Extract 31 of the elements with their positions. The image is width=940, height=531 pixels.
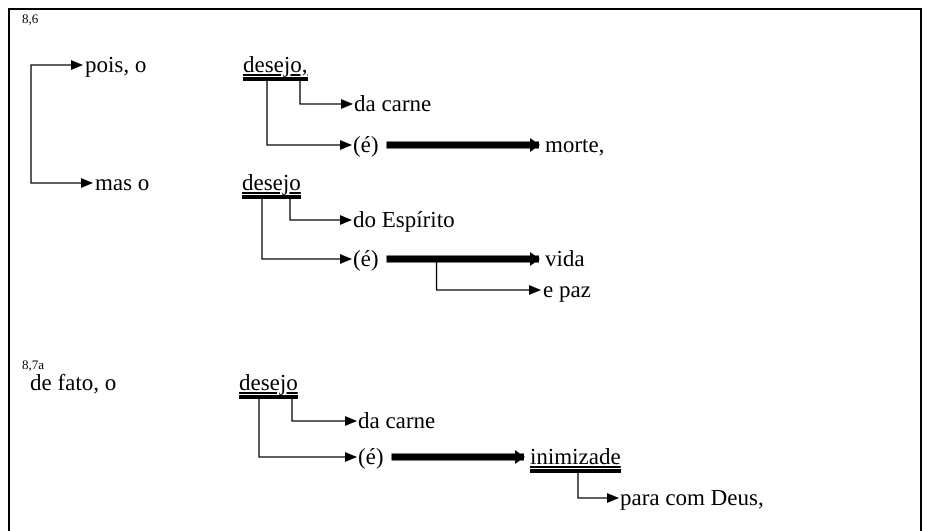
word-phrase: do Espírito	[353, 208, 455, 232]
connector-arrow	[258, 399, 357, 462]
underlined-word: desejo	[242, 171, 301, 199]
word-phrase: morte,	[545, 133, 604, 157]
word-phrase: pois, o	[85, 53, 146, 77]
word-phrase: mas o	[95, 171, 150, 195]
connector-arrow	[291, 399, 357, 426]
connector-arrow	[289, 199, 352, 225]
connector-arrow	[30, 60, 93, 188]
connector-arrow	[386, 258, 541, 295]
word-phrase: (é)	[358, 445, 384, 469]
word-phrase: vida	[545, 247, 585, 271]
underlined-word: desejo,	[243, 53, 308, 81]
verse-reference: 8,7a	[22, 358, 44, 371]
connector-arrow	[577, 473, 619, 503]
thick-arrow	[392, 450, 525, 464]
word-phrase: e paz	[543, 278, 591, 302]
word-phrase: da carne	[354, 92, 432, 116]
underlined-word: inimizade	[530, 445, 621, 473]
word-phrase: da carne	[358, 409, 436, 433]
connector-arrow	[299, 81, 353, 109]
verse-reference: 8,6	[22, 12, 38, 25]
underlined-word: desejo	[239, 371, 298, 399]
thick-arrow	[386, 252, 540, 266]
connector-arrow	[266, 81, 352, 150]
word-phrase: (é)	[353, 247, 379, 271]
word-phrase: para com Deus,	[620, 486, 764, 510]
word-phrase: de fato, o	[30, 371, 116, 395]
thick-arrow	[386, 138, 540, 152]
word-phrase: (é)	[353, 133, 379, 157]
connector-arrow	[261, 199, 352, 264]
